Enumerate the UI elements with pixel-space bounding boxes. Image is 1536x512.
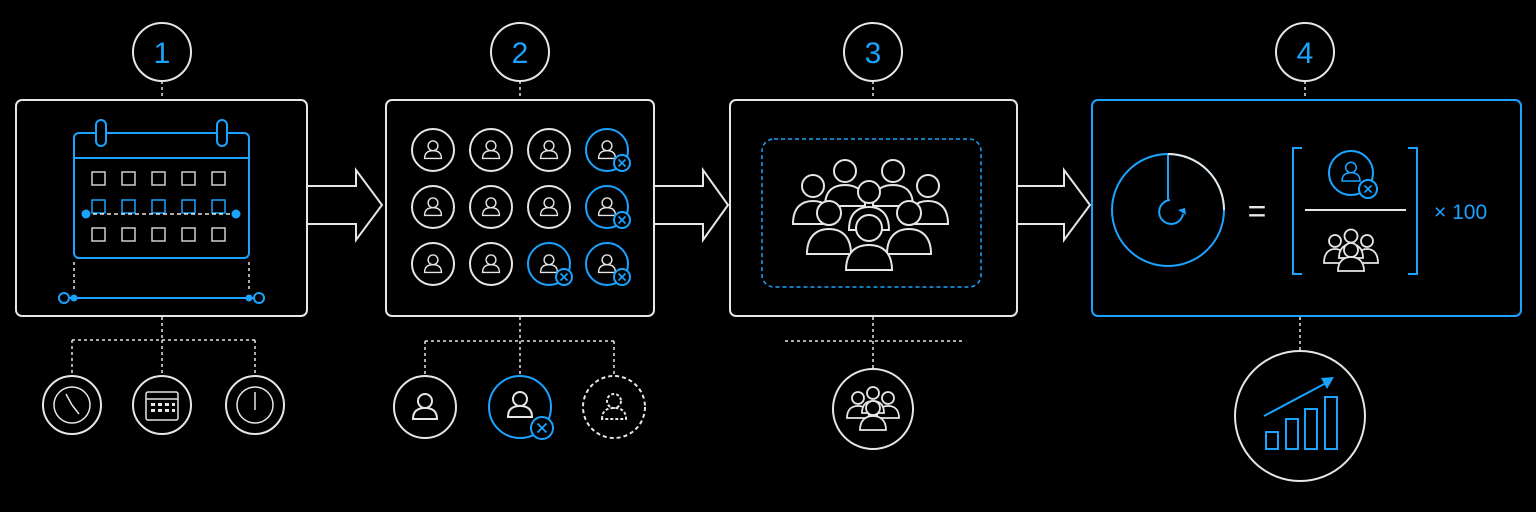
step-2-panel [385, 99, 655, 317]
svg-text:1: 1 [154, 37, 171, 70]
svg-text:4: 4 [1297, 37, 1314, 70]
group-icon [791, 159, 950, 271]
arrow-2-to-3 [655, 166, 730, 244]
step-1-panel [15, 99, 308, 317]
user-icon [411, 128, 455, 172]
step-1-number: 1 [132, 22, 192, 82]
user-icon [411, 242, 455, 286]
user-removed-icon [488, 375, 554, 440]
user-icon [393, 375, 457, 439]
equals-sign: = [1248, 193, 1267, 229]
user-removed-icon [527, 242, 573, 286]
group-small-icon [832, 368, 914, 450]
user-dashed-icon [582, 375, 646, 439]
group-icon [1323, 228, 1379, 272]
step-3-sub-connectors [785, 317, 962, 371]
arrow-3-to-4 [1018, 166, 1092, 244]
user-icon [469, 128, 513, 172]
multiply-100-text: × 100 [1434, 201, 1487, 224]
date-range-slider [58, 262, 265, 304]
arrow-1-to-2 [308, 166, 384, 244]
svg-text:2: 2 [512, 37, 529, 70]
group-selection-box [761, 138, 982, 288]
user-icon [527, 128, 571, 172]
user-icon [527, 185, 571, 229]
step-4-number: 4 [1275, 22, 1335, 82]
user-removed-icon [585, 128, 631, 172]
calendar-small-icon [132, 375, 192, 435]
step-2-number: 2 [490, 22, 550, 82]
user-icon [469, 185, 513, 229]
step-3-number: 3 [843, 22, 903, 82]
user-icon [411, 185, 455, 229]
user-removed-icon [585, 185, 631, 229]
svg-text:3: 3 [865, 37, 882, 70]
pie-timer-icon [1111, 153, 1225, 267]
clock-icon [42, 375, 102, 435]
step-1-sub-connectors [71, 317, 256, 376]
user-grid-icon [411, 128, 631, 286]
user-icon [469, 242, 513, 286]
clock-icon [225, 375, 285, 435]
user-removed-icon [585, 242, 631, 286]
step-4-panel [1091, 99, 1522, 317]
number-connectors [161, 81, 1306, 100]
calendar-icon [73, 119, 250, 259]
step-3-panel [729, 99, 1018, 317]
growth-chart-icon [1234, 350, 1366, 482]
user-removed-icon [1328, 150, 1378, 199]
fraction-bracket [1292, 147, 1418, 275]
step-2-sub-connectors [424, 317, 615, 376]
